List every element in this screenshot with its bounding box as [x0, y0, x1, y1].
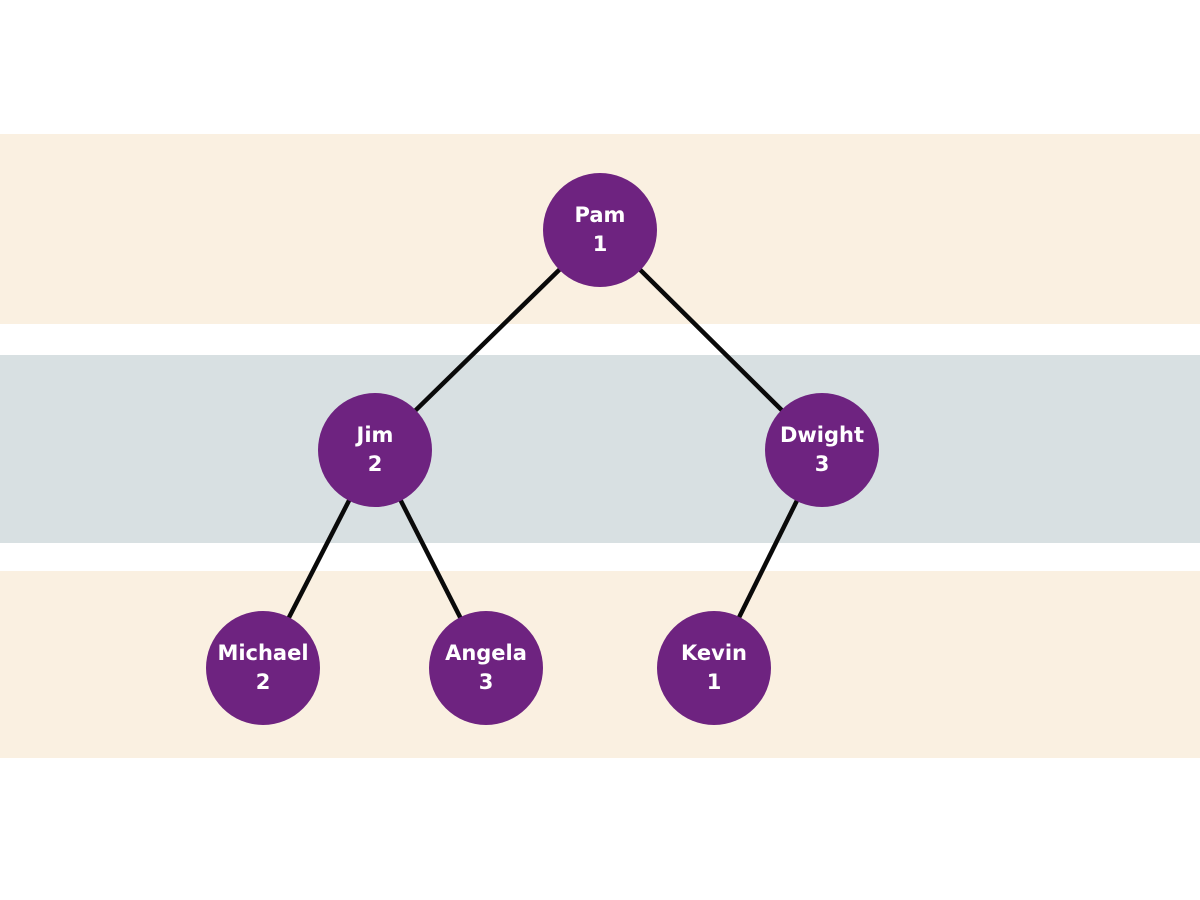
node-value: 1 [706, 670, 722, 694]
node-label: Angela [445, 641, 527, 665]
node-value: 1 [592, 232, 608, 256]
tree-node-michael: Michael 2 [206, 611, 320, 725]
tree-node-jim: Jim 2 [318, 393, 432, 507]
node-label: Dwight [779, 423, 865, 447]
level-2-band [0, 355, 1200, 543]
tree-node-kevin: Kevin 1 [657, 611, 771, 725]
node-value: 2 [255, 670, 271, 694]
node-value: 2 [367, 452, 383, 476]
level-3-band [0, 571, 1200, 758]
node-value: 3 [478, 670, 494, 694]
tree-node-angela: Angela 3 [429, 611, 543, 725]
tree-node-dwight: Dwight 3 [765, 393, 879, 507]
node-label: Michael [217, 641, 309, 665]
node-label: Kevin [681, 641, 747, 665]
node-label: Jim [356, 423, 394, 447]
node-label: Pam [574, 203, 626, 227]
tree-node-pam: Pam 1 [543, 173, 657, 287]
node-value: 3 [814, 452, 830, 476]
